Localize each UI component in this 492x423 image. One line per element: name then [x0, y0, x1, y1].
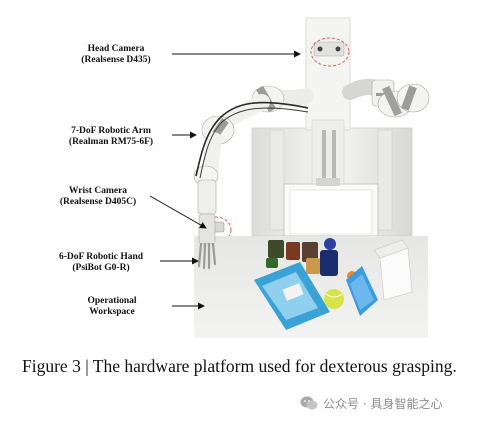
- robotic-hand-label-name: 6-DoF Robotic Hand: [58, 252, 144, 262]
- wrist-camera-label-name: Wrist Camera: [68, 186, 128, 196]
- wrist-camera-label-model: (Realsense D405C): [59, 197, 137, 207]
- workspace-label: Operational Workspace: [72, 296, 152, 318]
- robot-platform-illustration: [149, 17, 430, 338]
- head-camera-label-model: (Realsense D435): [81, 55, 151, 65]
- watermark-text: 公众号 · 具身智能之心: [323, 396, 443, 411]
- head-camera-device: [310, 37, 350, 67]
- table-objects: [254, 238, 413, 330]
- workspace-label-line2: Workspace: [89, 307, 135, 317]
- wrist-camera-label: Wrist Camera (Realsense D405C): [44, 186, 152, 208]
- robot-torso: [305, 17, 351, 186]
- robotic-arm-label: 7-DoF Robotic Arm (Realman RM75-6F): [50, 126, 172, 148]
- robotic-arm-label-model: (Realman RM75-6F): [68, 137, 154, 147]
- robotic-arm-label-name: 7-DoF Robotic Arm: [71, 126, 151, 136]
- hardware-figure: Head Camera (Realsense D435) 7-DoF Robot…: [44, 17, 430, 338]
- robotic-hand-label-model: (PsiBot G0-R): [72, 263, 130, 273]
- robotic-hand-device: [197, 213, 217, 270]
- wrist-camera-arrow: [149, 195, 207, 229]
- robotic-hand-label: 6-DoF Robotic Hand (PsiBot G0-R): [44, 252, 158, 274]
- head-camera-label-name: Head Camera: [87, 44, 145, 54]
- workspace-label-line1: Operational: [87, 296, 137, 306]
- annotation-arrows: [149, 50, 301, 310]
- right-arm: [342, 79, 430, 118]
- wechat-icon: [300, 396, 318, 410]
- head-camera-label: Head Camera (Realsense D435): [62, 44, 170, 66]
- head-camera-highlight: [310, 37, 350, 67]
- watermark: 公众号 · 具身智能之心: [300, 393, 490, 413]
- left-arm: [193, 85, 314, 215]
- figure-caption: Figure 3 | The hardware platform used fo…: [22, 356, 457, 376]
